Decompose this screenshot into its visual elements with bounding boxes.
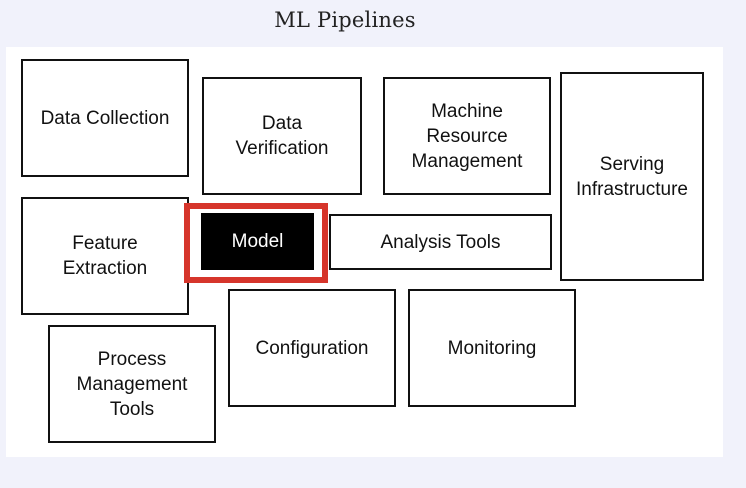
model-box: Model — [201, 213, 314, 270]
analysis-tools-box: Analysis Tools — [329, 214, 552, 270]
serving-infrastructure-box: Serving Infrastructure — [560, 72, 704, 281]
machine-resource-management-box: Machine Resource Management — [383, 77, 551, 195]
configuration-box: Configuration — [228, 289, 396, 407]
data-collection-box: Data Collection — [21, 59, 189, 177]
page-title: ML Pipelines — [274, 8, 416, 32]
monitoring-box: Monitoring — [408, 289, 576, 407]
process-management-tools-box: Process Management Tools — [48, 325, 216, 443]
feature-extraction-box: Feature Extraction — [21, 197, 189, 315]
model-highlight-frame — [184, 203, 328, 283]
pipeline-diagram: Data Collection Data Verification Machin… — [6, 47, 723, 457]
data-verification-box: Data Verification — [202, 77, 362, 195]
